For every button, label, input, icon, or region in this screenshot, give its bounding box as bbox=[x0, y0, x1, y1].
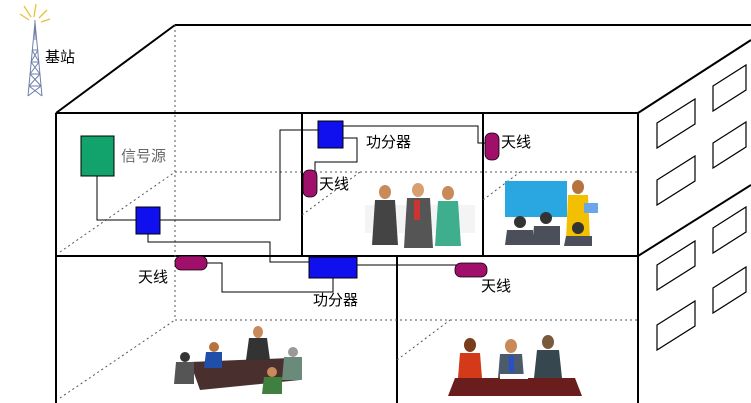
splitter-box-ground bbox=[135, 206, 161, 235]
antenna-top-left-label: 天线 bbox=[319, 175, 350, 193]
antenna-mid-right-label: 天线 bbox=[481, 277, 512, 295]
office-meeting-icon bbox=[448, 335, 582, 396]
base-station-tower-icon bbox=[19, 3, 51, 97]
antenna-top-left-icon bbox=[302, 169, 318, 198]
splitter-box-top bbox=[317, 120, 344, 149]
antenna-mid-right-icon bbox=[454, 262, 488, 278]
feeder-cables bbox=[96, 125, 490, 293]
conference-table-icon bbox=[174, 326, 302, 394]
splitter-mid-label: 功分器 bbox=[313, 291, 359, 309]
building-outline bbox=[55, 24, 751, 403]
presentation-people-icon bbox=[505, 180, 598, 246]
splitter-box-mid bbox=[308, 256, 358, 279]
base-station-label: 基站 bbox=[45, 48, 76, 66]
building-hidden-lines bbox=[59, 25, 638, 399]
antenna-mid-left-icon bbox=[174, 255, 208, 271]
antenna-mid-left-label: 天线 bbox=[138, 268, 169, 286]
side-windows bbox=[656, 63, 747, 352]
signal-source-label: 信号源 bbox=[121, 147, 167, 165]
antenna-top-right-label: 天线 bbox=[501, 133, 532, 151]
meeting-people-icon bbox=[365, 183, 475, 248]
splitter-top-label: 功分器 bbox=[366, 133, 412, 151]
antenna-top-right-icon bbox=[484, 132, 500, 161]
signal-source-box bbox=[80, 135, 115, 177]
